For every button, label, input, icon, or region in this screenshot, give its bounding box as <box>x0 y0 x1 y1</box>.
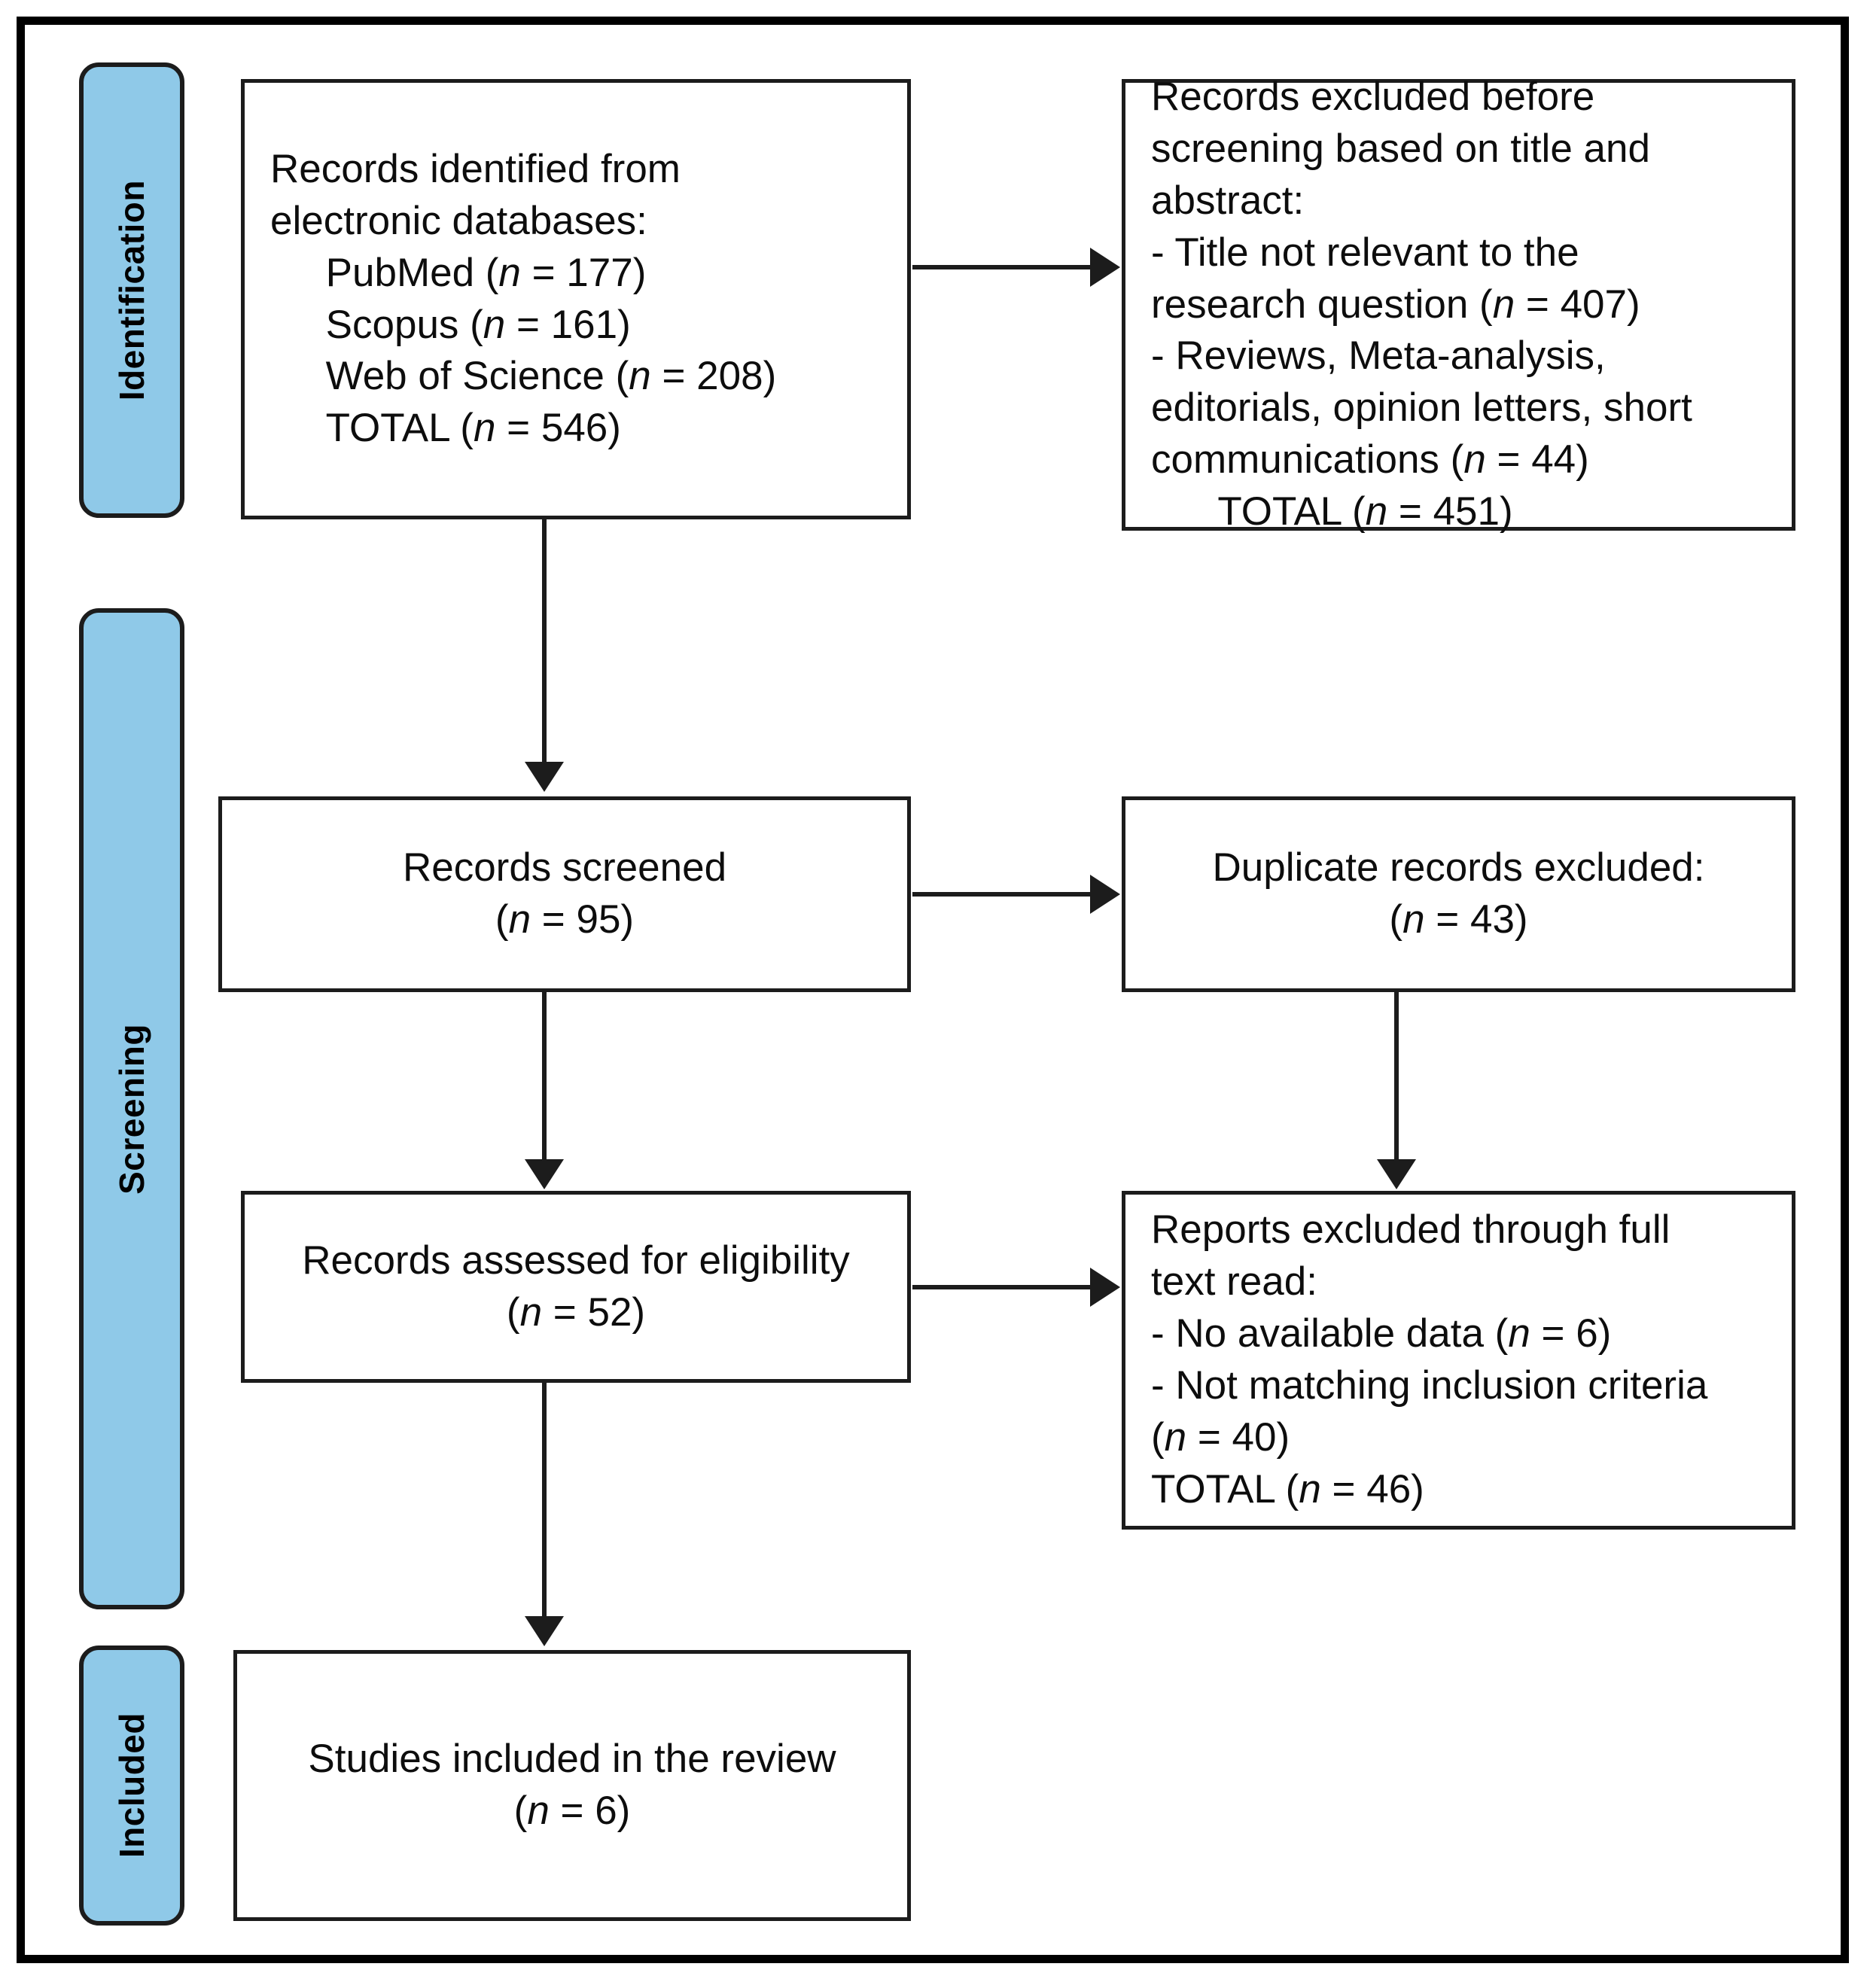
connector-identified-to-excluded-arrowhead <box>1090 248 1120 287</box>
connector-duplicates-to-reports-arrowhead <box>1377 1159 1416 1189</box>
box-duplicate-records-excluded-text: Duplicate records excluded: (n = 43) <box>1212 845 1705 942</box>
connector-assessed-to-reports-arrowhead <box>1090 1268 1120 1307</box>
connector-duplicates-to-reports-line <box>1394 992 1399 1161</box>
box-records-excluded-before-screening: Records excluded before screening based … <box>1122 75 1795 534</box>
connector-identified-to-screened-line <box>542 519 547 763</box>
box-records-identified: Records identified from electronic datab… <box>241 79 911 519</box>
connector-assessed-to-included-arrowhead <box>525 1616 564 1646</box>
stage-screening: Screening <box>79 608 184 1609</box>
box-studies-included-in-review: Studies included in the review (n = 6) <box>233 1650 911 1921</box>
stage-included-label: Included <box>112 1712 151 1859</box>
box-records-excluded-before-screening-text: Records excluded before screening based … <box>1151 75 1692 534</box>
connector-identified-to-screened-arrowhead <box>525 762 564 792</box>
box-records-assessed-for-eligibility: Records assessed for eligibility (n = 52… <box>241 1191 911 1383</box>
box-reports-excluded-full-text-text: Reports excluded through full text read:… <box>1151 1207 1708 1512</box>
diagram-outer-frame <box>17 17 1849 1963</box>
connector-screened-to-assessed-arrowhead <box>525 1159 564 1189</box>
box-records-assessed-for-eligibility-text: Records assessed for eligibility (n = 52… <box>302 1238 850 1335</box>
connector-assessed-to-reports-line <box>912 1285 1092 1289</box>
connector-screened-to-duplicates-line <box>912 892 1092 897</box>
box-records-screened-text: Records screened (n = 95) <box>402 845 727 942</box>
stage-identification-label: Identification <box>112 179 151 401</box>
box-reports-excluded-full-text: Reports excluded through full text read:… <box>1122 1191 1795 1530</box>
connector-screened-to-duplicates-arrowhead <box>1090 875 1120 914</box>
stage-screening-label: Screening <box>112 1023 151 1195</box>
connector-identified-to-excluded-line <box>912 265 1092 269</box>
connector-assessed-to-included-line <box>542 1383 547 1618</box>
box-records-screened: Records screened (n = 95) <box>218 796 911 992</box>
box-duplicate-records-excluded: Duplicate records excluded: (n = 43) <box>1122 796 1795 992</box>
stage-identification: Identification <box>79 62 184 518</box>
stage-included: Included <box>79 1646 184 1926</box>
box-studies-included-in-review-text: Studies included in the review (n = 6) <box>308 1737 836 1833</box>
box-records-identified-text: Records identified from electronic datab… <box>270 146 777 451</box>
connector-screened-to-assessed-line <box>542 992 547 1161</box>
